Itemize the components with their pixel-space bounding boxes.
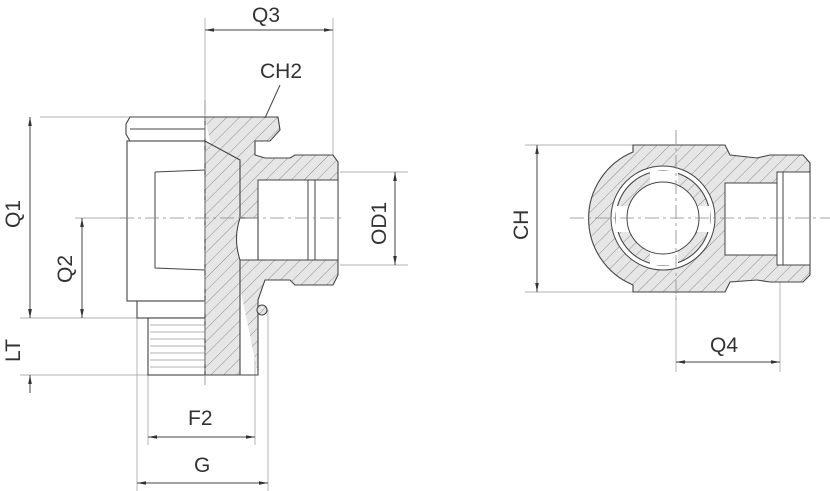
o-ring <box>256 304 268 316</box>
dim-q1-label: Q1 <box>2 200 25 228</box>
dim-ch-label: CH <box>510 210 533 240</box>
collar <box>136 300 206 319</box>
thread <box>147 317 206 376</box>
dim-lt-label: LT <box>2 339 25 362</box>
dim-q3-label: Q3 <box>252 4 280 27</box>
dim-g-label: G <box>194 454 210 477</box>
dim-q2-label: Q2 <box>54 255 77 283</box>
fitting-body <box>126 140 206 302</box>
bore <box>257 179 339 261</box>
dim-f2-label: F2 <box>188 407 213 430</box>
front-view <box>525 130 830 372</box>
dim-q4-label: Q4 <box>710 334 738 357</box>
dim-od1-label: OD1 <box>368 202 391 245</box>
dim-ch2-label: CH2 <box>260 60 302 83</box>
side-view <box>20 18 408 491</box>
